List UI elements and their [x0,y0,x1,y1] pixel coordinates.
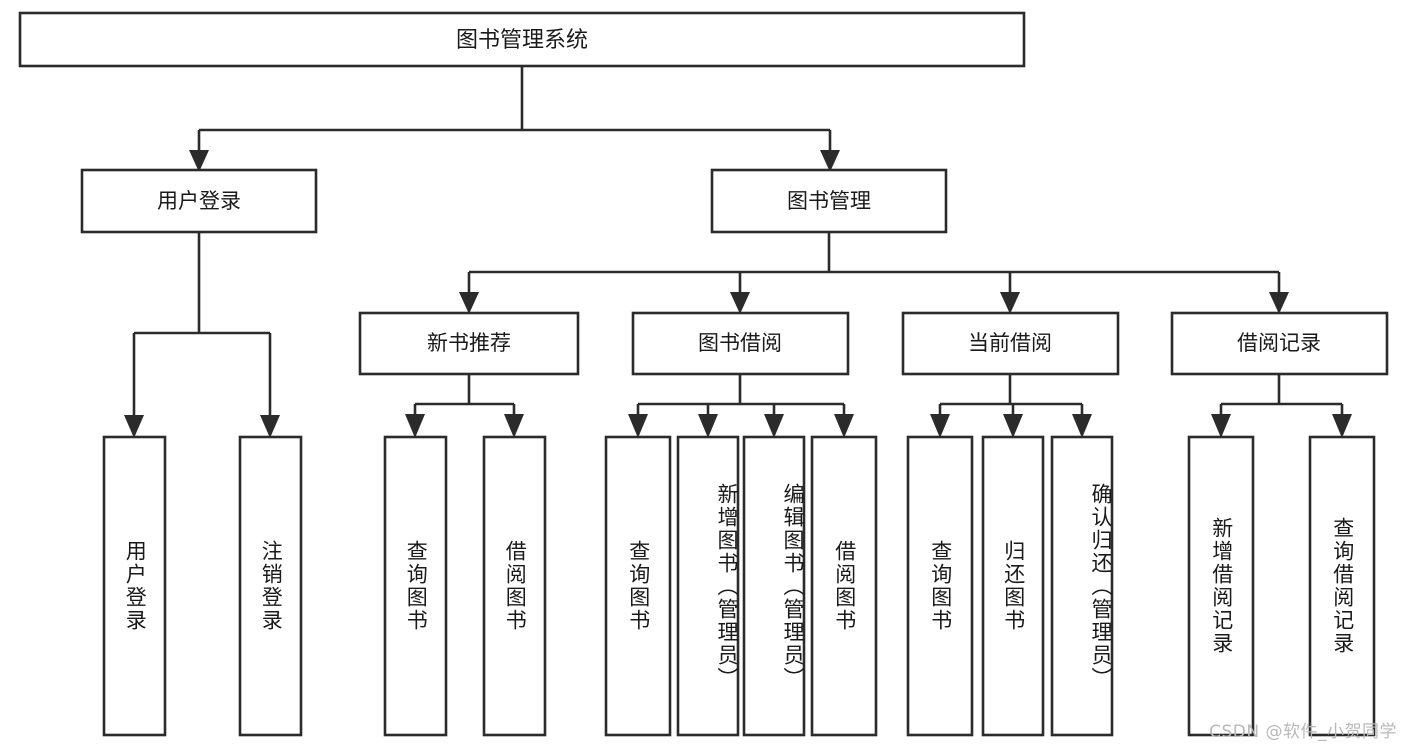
node-box-root[interactable] [18,11,1026,68]
connectors-borrow-group [628,374,854,438]
leaf-box-borrow-book-1[interactable] [482,435,547,737]
node-label-book-management: 图书管理 [787,189,871,213]
node-label-current-borrow: 当前借阅 [968,331,1052,355]
connectors-root-to-level2 [189,66,840,172]
leaf-box-query-book-2[interactable] [604,435,672,737]
leaf-box-query-borrow-record[interactable] [1308,435,1376,737]
leaf-box-confirm-return[interactable] [1050,435,1114,737]
leaf-box-add-book[interactable] [676,435,740,737]
node-label-new-book-recommend: 新书推荐 [427,331,511,355]
leaf-box-return-book[interactable] [981,435,1045,737]
node-box-book-borrow[interactable] [631,311,850,376]
node-label-user-login: 用户登录 [157,189,241,213]
watermark-text: CSDN @软件_小贺同学 [1209,722,1397,742]
leaf-box-logout[interactable] [238,435,303,737]
leaf-box-query-book-3[interactable] [906,435,974,737]
node-label-book-borrow: 图书借阅 [698,331,782,355]
node-box-book-management[interactable] [710,168,948,234]
node-box-user-login[interactable] [80,168,318,234]
node-label-borrow-record: 借阅记录 [1237,331,1321,355]
node-box-current-borrow[interactable] [901,311,1120,376]
connectors-borrow-record-group [1211,374,1352,438]
node-box-borrow-record[interactable] [1170,311,1389,376]
node-label-root: 图书管理系统 [456,28,588,53]
connectors-user-login-group [124,232,280,438]
leaf-box-user-login[interactable] [102,435,167,737]
leaf-box-borrow-book-2[interactable] [810,435,878,737]
connectors-book-mgmt-group [459,232,1289,314]
leaf-box-query-book-1[interactable] [383,435,448,737]
leaf-box-add-borrow-record[interactable] [1187,435,1255,737]
connectors-new-book-group [405,374,524,438]
node-box-new-book-recommend[interactable] [358,311,580,376]
leaf-box-edit-book[interactable] [742,435,806,737]
connectors-current-borrow-group [930,374,1092,438]
